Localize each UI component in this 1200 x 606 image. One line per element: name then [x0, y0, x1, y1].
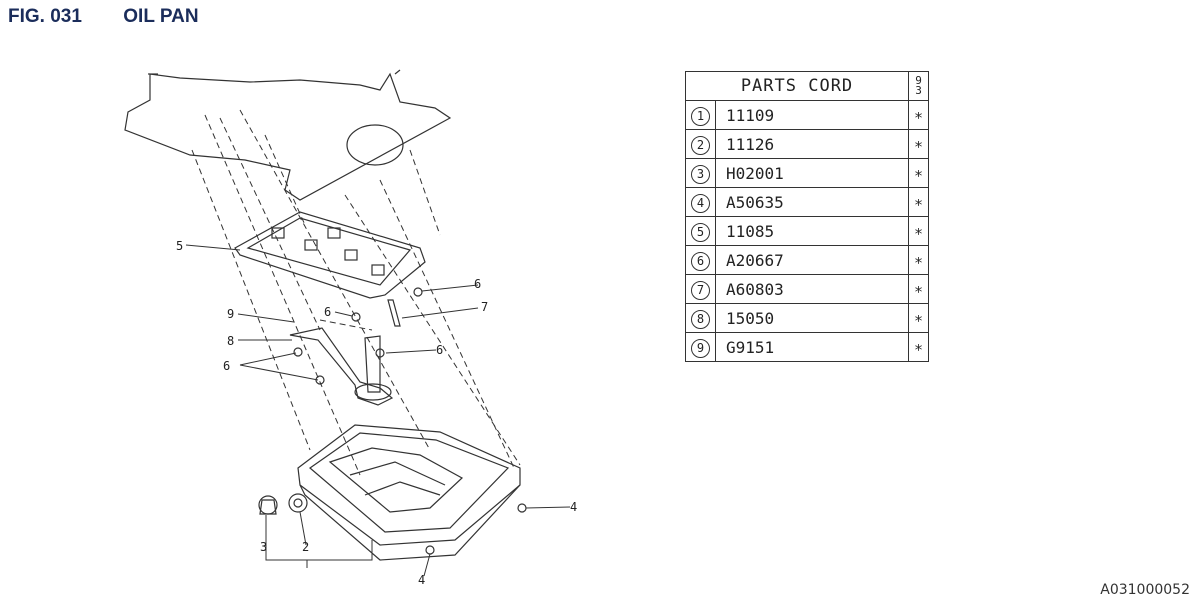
ref-cell: 5 [685, 216, 716, 246]
ref-cell: 1 [685, 100, 716, 130]
parts-table: PARTS CORD 9 3 1 11109 ∗ 2 11126 ∗ 3 H02… [685, 71, 929, 362]
table-row: 5 11085 ∗ [685, 216, 929, 246]
ref-number: 5 [691, 222, 710, 242]
figure-header: FIG. 031 OIL PAN [8, 6, 199, 28]
drain-plug [258, 495, 278, 515]
applicability-mark: ∗ [908, 332, 929, 362]
column-header-text: 9 3 [915, 74, 922, 97]
callout-2: 2 [302, 540, 309, 554]
callout-7: 7 [481, 300, 488, 314]
figure-title: OIL PAN [123, 6, 199, 27]
alignment-lines [191, 109, 521, 476]
table-row: 9 G9151 ∗ [685, 332, 929, 362]
parts-table-column-header: 9 3 [908, 71, 929, 101]
callout-6-right-upper: 6 [474, 277, 481, 291]
callout-6-left: 6 [223, 359, 230, 373]
table-row: 3 H02001 ∗ [685, 158, 929, 188]
ref-cell: 3 [685, 158, 716, 188]
callout-5: 5 [176, 239, 183, 253]
ref-number: 4 [691, 193, 710, 213]
part-code: A50635 [715, 187, 909, 217]
applicability-mark: ∗ [908, 216, 929, 246]
applicability-mark: ∗ [908, 129, 929, 159]
part-code: 11109 [715, 100, 909, 130]
applicability-mark: ∗ [908, 274, 929, 304]
ref-number: 6 [691, 251, 710, 271]
part-code: A20667 [715, 245, 909, 275]
bolts [293, 287, 527, 555]
leader-lines [185, 244, 571, 577]
part-code: 11085 [715, 216, 909, 246]
callout-4-right: 4 [570, 500, 577, 514]
callout-3: 3 [260, 540, 267, 554]
table-row: 4 A50635 ∗ [685, 187, 929, 217]
drain-gasket [288, 493, 308, 513]
ref-cell: 7 [685, 274, 716, 304]
callout-4-bottom: 4 [418, 573, 425, 587]
parts-table-title: PARTS CORD [685, 71, 909, 101]
ref-number: 2 [691, 135, 710, 155]
engine-block-outline [124, 69, 452, 201]
parts-table-header-row: PARTS CORD 9 3 [685, 71, 929, 101]
ref-cell: 2 [685, 129, 716, 159]
table-row: 7 A60803 ∗ [685, 274, 929, 304]
part-code: 11126 [715, 129, 909, 159]
ref-cell: 4 [685, 187, 716, 217]
applicability-mark: ∗ [908, 100, 929, 130]
part-code: A60803 [715, 274, 909, 304]
oil-strainer [289, 327, 394, 406]
ref-number: 9 [691, 338, 710, 358]
ref-number: 8 [691, 309, 710, 329]
part-code: H02001 [715, 158, 909, 188]
callout-6-right-lower: 6 [436, 343, 443, 357]
applicability-mark: ∗ [908, 158, 929, 188]
callout-8: 8 [227, 334, 234, 348]
oil-pan [297, 424, 521, 561]
ref-number: 3 [691, 164, 710, 184]
oil-pan-diagram: 5 6 7 9 6 8 6 6 4 3 2 4 [124, 69, 577, 587]
table-row: 1 11109 ∗ [685, 100, 929, 130]
applicability-mark: ∗ [908, 187, 929, 217]
part-code: G9151 [715, 332, 909, 362]
ref-number: 7 [691, 280, 710, 300]
part-code: 15050 [715, 303, 909, 333]
table-row: 6 A20667 ∗ [685, 245, 929, 275]
ref-cell: 9 [685, 332, 716, 362]
oil-pan-plate [234, 211, 426, 299]
figure-number: FIG. 031 [8, 6, 82, 27]
applicability-mark: ∗ [908, 245, 929, 275]
applicability-mark: ∗ [908, 303, 929, 333]
table-row: 8 15050 ∗ [685, 303, 929, 333]
callout-6-center: 6 [324, 305, 331, 319]
document-code: A031000052 [1100, 582, 1190, 598]
table-row: 2 11126 ∗ [685, 129, 929, 159]
ref-cell: 8 [685, 303, 716, 333]
callout-9: 9 [227, 307, 234, 321]
ref-number: 1 [691, 106, 710, 126]
ref-cell: 6 [685, 245, 716, 275]
